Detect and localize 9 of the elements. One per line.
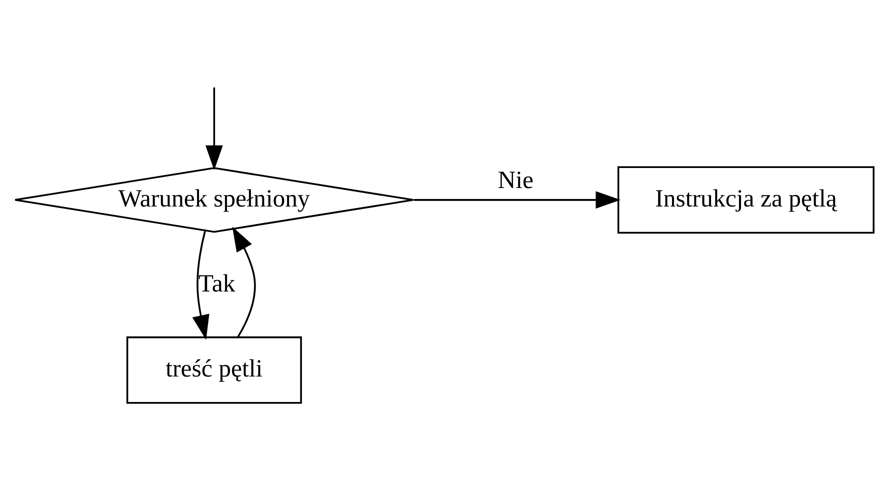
node-box: Instrukcja za pętlą	[617, 166, 874, 234]
arrow	[192, 230, 210, 340]
arrow	[232, 226, 256, 338]
node-diamond: Warunek spełniony	[14, 167, 414, 233]
edge-label: Nie	[498, 166, 534, 194]
node-box: treść pętli	[126, 336, 302, 404]
edge-label: Tak	[198, 270, 236, 298]
arrow	[205, 87, 223, 170]
arrow	[414, 191, 621, 209]
